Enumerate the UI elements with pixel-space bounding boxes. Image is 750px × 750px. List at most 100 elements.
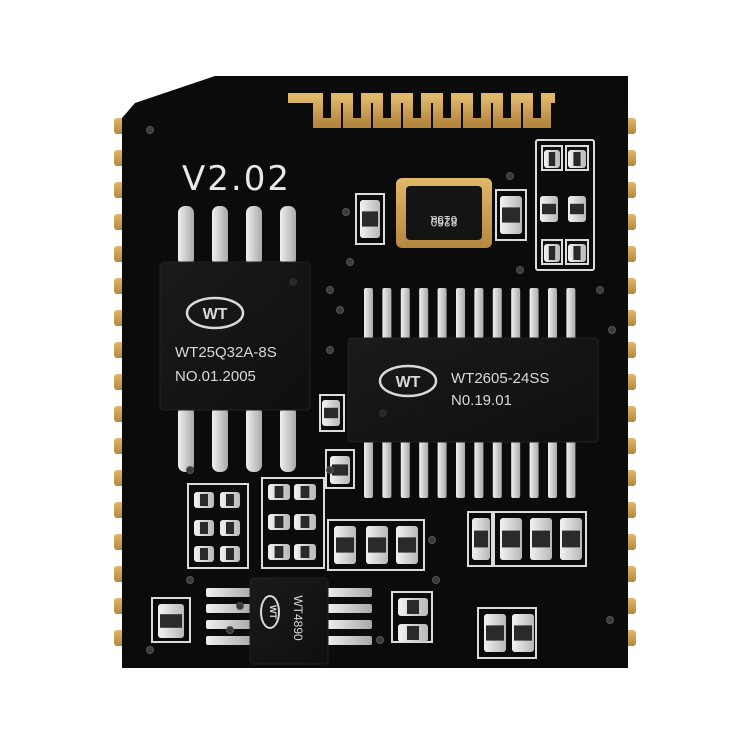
amp-pin xyxy=(326,620,372,629)
crystal-line1: 8260 xyxy=(430,215,457,229)
smd-body xyxy=(474,530,488,548)
via xyxy=(596,286,604,294)
via xyxy=(186,576,194,584)
amp-pin xyxy=(326,636,372,645)
smd-body xyxy=(200,494,208,506)
smd-body xyxy=(573,152,581,166)
audio-pin xyxy=(419,440,429,498)
amp-chip-logo: WT xyxy=(268,605,278,619)
amp-pin xyxy=(206,620,252,629)
smd-body xyxy=(368,537,386,553)
passive-components xyxy=(158,150,586,652)
via xyxy=(342,208,350,216)
audio-pin xyxy=(492,440,502,498)
amp-chip-pins xyxy=(206,588,372,645)
flash-pin xyxy=(280,406,296,472)
audio-chip-part: WT2605-24SS xyxy=(451,370,549,387)
smd-body xyxy=(274,546,284,558)
smd-body xyxy=(407,600,419,614)
flash-pin xyxy=(246,206,262,266)
flash-pin xyxy=(246,406,262,472)
amp-pin xyxy=(206,588,252,597)
smd-body xyxy=(300,546,310,558)
smd-body xyxy=(573,246,581,260)
flash-pin xyxy=(178,406,194,472)
smd-body xyxy=(332,464,348,476)
audio-pin xyxy=(529,288,539,340)
audio-pin xyxy=(400,288,410,340)
audio-chip-pins xyxy=(364,288,576,498)
smd-body xyxy=(160,614,182,628)
smd-body xyxy=(324,407,338,419)
audio-pin xyxy=(474,288,484,340)
audio-pin xyxy=(511,288,521,340)
flash-chip: WT WT25Q32A-8S NO.01.2005 xyxy=(159,261,311,411)
flash-pin xyxy=(178,206,194,266)
audio-pin xyxy=(419,288,429,340)
via xyxy=(428,536,436,544)
smd-body xyxy=(362,211,378,227)
smd-body xyxy=(542,203,556,215)
smd-body xyxy=(562,530,580,548)
via xyxy=(376,636,384,644)
audio-chip-logo: WT xyxy=(396,374,421,391)
audio-chip: WT WT2605-24SS N0.19.01 xyxy=(347,337,599,443)
audio-pin xyxy=(364,288,373,340)
audio-pin xyxy=(400,440,410,498)
audio-pin xyxy=(511,440,521,498)
flash-pin xyxy=(212,406,228,472)
smd-body xyxy=(226,494,234,506)
flash-pin xyxy=(212,206,228,266)
via xyxy=(186,466,194,474)
smd-body xyxy=(300,516,310,528)
via xyxy=(608,326,616,334)
smd-body xyxy=(407,626,419,640)
via xyxy=(506,172,514,180)
smd-body xyxy=(548,152,556,166)
version-label: V2.02 xyxy=(182,159,291,199)
smd-body xyxy=(548,246,556,260)
audio-pin xyxy=(382,440,392,498)
via xyxy=(432,576,440,584)
amp-chip: WT WT4890 xyxy=(249,577,329,665)
via xyxy=(516,266,524,274)
flash-chip-part: WT25Q32A-8S xyxy=(175,344,277,361)
smd-body xyxy=(532,530,550,548)
audio-pin xyxy=(529,440,539,498)
flash-pin xyxy=(280,206,296,266)
smd-body xyxy=(226,522,234,534)
smd-body xyxy=(336,537,354,553)
audio-chip-lot: N0.19.01 xyxy=(451,392,512,409)
smd-body xyxy=(200,522,208,534)
via xyxy=(336,306,344,314)
flash-chip-pins xyxy=(178,206,296,472)
amp-chip-part: WT4890 xyxy=(291,595,305,641)
via xyxy=(326,346,334,354)
via xyxy=(326,466,334,474)
flash-chip-lot: NO.01.2005 xyxy=(175,368,256,385)
audio-pin xyxy=(437,440,447,498)
audio-pin xyxy=(437,288,447,340)
audio-pin xyxy=(456,288,465,340)
smd-body xyxy=(200,548,208,560)
via xyxy=(146,126,154,134)
smd-body xyxy=(502,530,520,548)
vias xyxy=(146,126,616,654)
smd-body xyxy=(502,207,520,223)
smd-body xyxy=(300,486,310,498)
via xyxy=(326,286,334,294)
via xyxy=(606,616,614,624)
audio-pin xyxy=(566,440,576,498)
amp-pin xyxy=(326,604,372,613)
via xyxy=(146,646,154,654)
audio-pin xyxy=(548,288,557,340)
audio-pin xyxy=(492,288,502,340)
via xyxy=(346,258,354,266)
smd-body xyxy=(274,486,284,498)
smd-body xyxy=(398,537,416,553)
audio-pin xyxy=(474,440,484,498)
crystal-line2: 613a xyxy=(430,213,457,227)
audio-pin xyxy=(364,440,373,498)
smd-body xyxy=(570,203,584,215)
